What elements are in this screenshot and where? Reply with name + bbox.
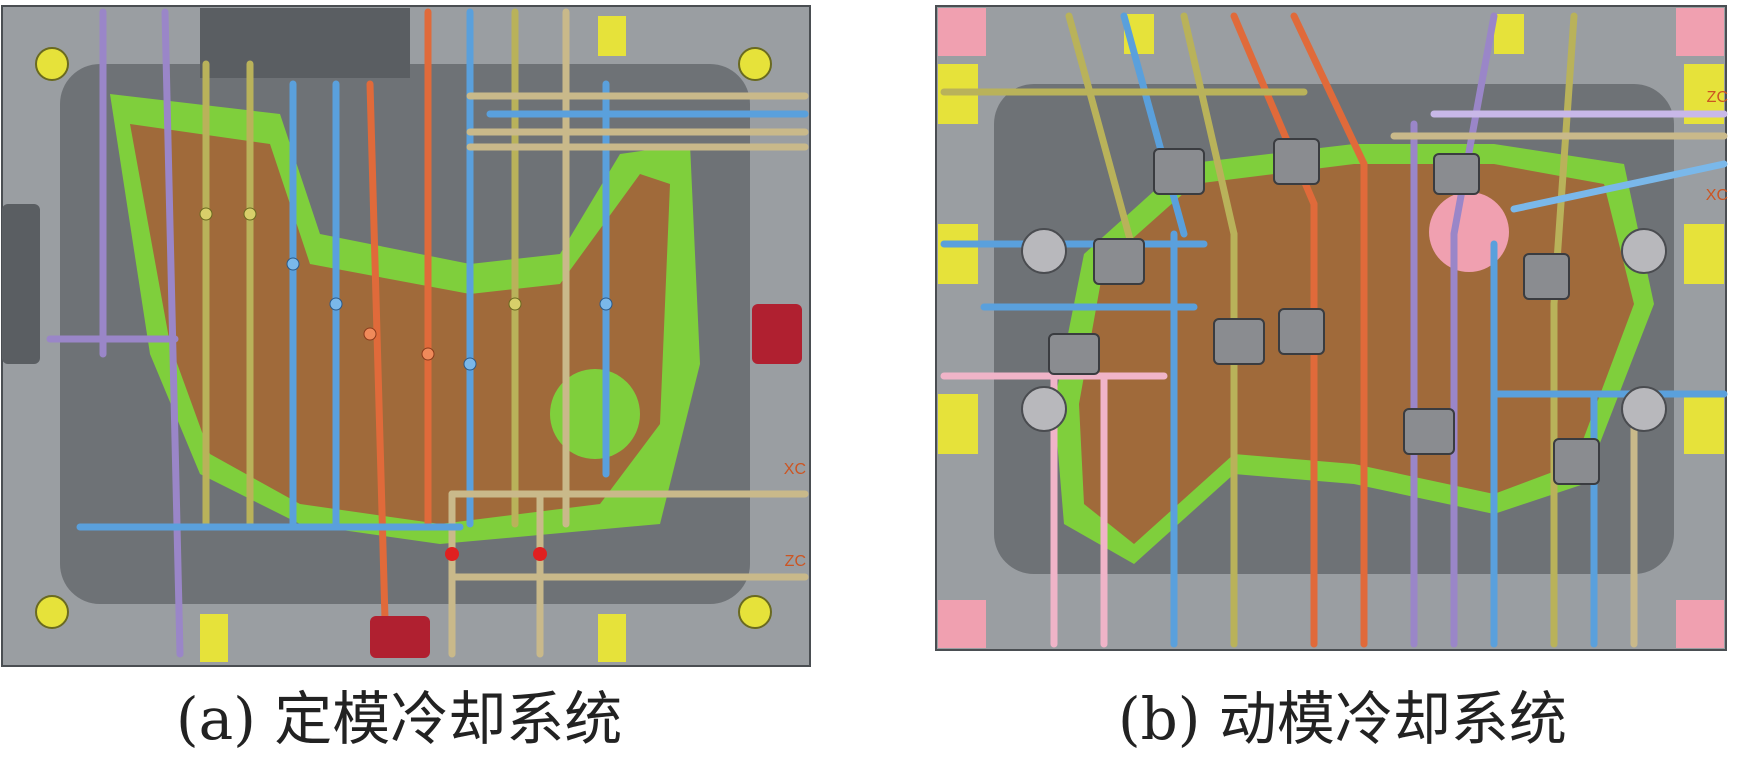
pipe-purple xyxy=(161,8,184,658)
corner-block xyxy=(1676,600,1724,648)
core-puller xyxy=(1523,253,1570,300)
cooling-fittings xyxy=(2,204,802,658)
baffle xyxy=(445,547,459,561)
edge-block xyxy=(1684,394,1724,454)
bushing xyxy=(598,16,626,56)
baffle xyxy=(463,357,477,371)
pipe-purple xyxy=(1450,12,1498,238)
support-pillar xyxy=(1021,228,1067,274)
axis-label-xc: XC xyxy=(1706,187,1728,204)
cooling-lines-horizontal xyxy=(46,92,809,581)
guide-bushings xyxy=(35,16,772,662)
baffle xyxy=(363,327,377,341)
core-pullers xyxy=(1048,138,1600,485)
fitting xyxy=(370,616,430,658)
caption-fixed-mould: (a) 定模冷却系统 xyxy=(176,685,623,753)
baffle xyxy=(243,207,257,221)
bushing xyxy=(35,595,69,629)
baffle-markers xyxy=(199,207,613,561)
axis-label-xc: XC xyxy=(784,461,806,478)
core-puller xyxy=(1213,318,1265,365)
pink-insert xyxy=(1429,192,1509,272)
baffle xyxy=(199,207,213,221)
bushing xyxy=(738,595,772,629)
support-pillar xyxy=(1621,228,1667,274)
core-puller xyxy=(1048,333,1100,375)
cooling-lines xyxy=(940,12,1728,648)
axis-label-zc: ZC xyxy=(1707,89,1728,106)
baffle xyxy=(508,297,522,311)
baffle xyxy=(286,257,300,271)
support-pillars xyxy=(1021,228,1667,432)
moving-mould-drawing: ZC XC xyxy=(935,5,1728,651)
baffle xyxy=(533,547,547,561)
core-puller xyxy=(1553,438,1600,485)
moving-mould-cooling-diagram: ZC XC xyxy=(934,4,1730,654)
fixed-mould-cooling-diagram: XC ZC xyxy=(0,4,812,668)
core-puller xyxy=(1273,138,1320,185)
side-block xyxy=(2,204,40,364)
edge-block xyxy=(938,224,978,284)
edge-block xyxy=(1494,14,1524,54)
axis-label-zc: ZC xyxy=(785,553,806,570)
pipe-olive xyxy=(1180,12,1238,238)
core-puller xyxy=(1278,308,1325,355)
caption-moving-mould: (b) 动模冷却系统 xyxy=(1118,685,1567,753)
support-pillar xyxy=(1621,386,1667,432)
baffle xyxy=(329,297,343,311)
corner-block xyxy=(938,600,986,648)
edge-block xyxy=(938,394,978,454)
core-puller xyxy=(1153,148,1205,195)
corner-block xyxy=(938,8,986,56)
pipe-blue xyxy=(1120,12,1188,238)
pipe-olive xyxy=(1065,12,1138,258)
bushing xyxy=(738,47,772,81)
fixed-mould-drawing: XC ZC xyxy=(1,5,811,667)
top-block xyxy=(200,8,410,78)
support-pillar xyxy=(1021,386,1067,432)
bushing xyxy=(35,47,69,81)
pipe-orange xyxy=(1290,12,1368,168)
core-puller xyxy=(1093,238,1145,285)
corner-block xyxy=(1676,8,1724,56)
core-puller xyxy=(1433,153,1480,195)
fitting xyxy=(752,304,802,364)
molded-part xyxy=(130,124,670,524)
bushing xyxy=(200,614,228,662)
core-puller xyxy=(1403,408,1455,455)
edge-block xyxy=(1684,224,1724,284)
pipe-blue xyxy=(1510,160,1728,213)
baffle xyxy=(599,297,613,311)
round-insert xyxy=(550,369,640,459)
baffle xyxy=(421,347,435,361)
bushing xyxy=(598,614,626,662)
